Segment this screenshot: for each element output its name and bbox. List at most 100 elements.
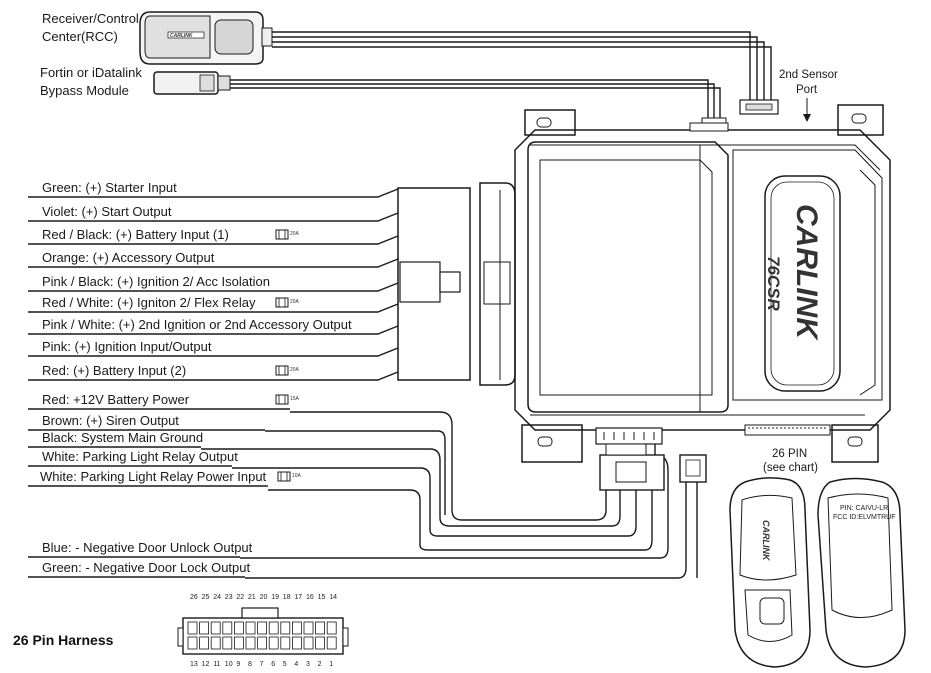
harness-pin-number: 14 [329, 594, 337, 601]
wire-label-white-parking-light-relay-output: White: Parking Light Relay Output [42, 449, 238, 464]
harness-pin-cell [187, 636, 198, 650]
harness-pin-cell [268, 636, 279, 650]
harness-connector-drawing [177, 607, 349, 655]
harness-pin-cell [303, 621, 314, 635]
harness-pin-cell [315, 636, 326, 650]
fuse-rating: 20A [290, 231, 300, 237]
fuse-rating: 10A [292, 473, 302, 479]
wire-label-violet-start-output: Violet: (+) Start Output [42, 204, 172, 219]
wire-line [28, 212, 399, 222]
harness-pin-cell [326, 636, 337, 650]
harness-pin-number: 17 [294, 594, 302, 601]
harness-pin-cell [257, 636, 268, 650]
harness-pin-cell [222, 636, 233, 650]
fob-brand-logo: CARLINK [761, 520, 771, 562]
sensor-port-label-line1: 2nd Sensor [779, 69, 838, 81]
harness-pin-number: 18 [283, 594, 291, 601]
harness-pin-number: 24 [213, 594, 221, 601]
main-harness-connector [397, 182, 516, 386]
fuse-icon: 20A [275, 297, 300, 308]
harness-pin-cell [210, 636, 221, 650]
harness-pin-cell [245, 621, 256, 635]
wire-label-green-negative-door-lock-output: Green: - Negative Door Lock Output [42, 560, 250, 575]
harness-pin-number: 19 [271, 594, 279, 601]
harness-pin-number: 10 [225, 661, 233, 668]
wire-line [28, 235, 399, 245]
wire-label-red-white-igniton-2-flex-relay: Red / White: (+) Igniton 2/ Flex Relay [42, 295, 256, 310]
harness-pin-cell [245, 636, 256, 650]
harness-pin-cell [222, 621, 233, 635]
wire-line [28, 325, 399, 335]
harness-pin-cell [187, 621, 198, 635]
wire-label-green-starter-input: Green: (+) Starter Input [42, 180, 177, 195]
harness-pin-cell [326, 621, 337, 635]
harness-pin-cell [291, 636, 302, 650]
fuse-rating: 15A [290, 396, 300, 402]
fuse-icon: 15A [275, 394, 300, 405]
harness-pin-number: 15 [318, 594, 326, 601]
top-cables [230, 31, 811, 127]
harness-pin-cell [303, 636, 314, 650]
wire-line [28, 258, 399, 268]
harness-pin-cell [233, 621, 244, 635]
harness-pin-cell [280, 636, 291, 650]
wire-line [28, 347, 399, 357]
harness-pin-number: 23 [225, 594, 233, 601]
harness-pin-cell [199, 621, 210, 635]
harness-pin-number: 4 [294, 661, 298, 668]
harness-pin-number: 1 [329, 661, 333, 668]
rcc-device: CARLINK [139, 11, 273, 65]
wire-label-blue-negative-door-unlock-output: Blue: - Negative Door Unlock Output [42, 540, 253, 555]
harness-pin-number: 25 [202, 594, 210, 601]
rcc-label-line2: Center(RCC) [42, 29, 118, 44]
harness-pin-number: 22 [236, 594, 244, 601]
harness-pin-number: 9 [236, 661, 240, 668]
remote-fob-back: PIN: CAIVU-LR FCC ID:ELVMTRUF [817, 477, 906, 668]
pin-chart-label-line2: (see chart) [763, 462, 818, 474]
fob-fcc-line2: FCC ID:ELVMTRUF [833, 514, 895, 521]
lower-wire-routing [201, 411, 707, 579]
wire-label-black-system-main-ground: Black: System Main Ground [42, 430, 203, 445]
harness-pin-number: 16 [306, 594, 314, 601]
remote-start-module: CARLINK 76CSR [514, 104, 891, 463]
harness-pin-number: 3 [306, 661, 310, 668]
harness-pin-number: 2 [318, 661, 322, 668]
wire-line [28, 188, 399, 198]
harness-title: 26 Pin Harness [13, 632, 114, 648]
bypass-label-line2: Bypass Module [40, 83, 129, 98]
fuse-icon: 20A [275, 365, 300, 376]
sensor-port-label-line2: Port [796, 84, 818, 96]
harness-pin-number: 13 [190, 661, 198, 668]
fuse-rating: 20A [290, 299, 300, 305]
wire-label-orange-accessory-output: Orange: (+) Accessory Output [42, 250, 215, 265]
wire-line [28, 371, 399, 381]
bypass-label-line1: Fortin or iDatalink [40, 65, 142, 80]
wire-line [28, 282, 399, 292]
harness-pin-cell [257, 621, 268, 635]
harness-pin-number: 12 [202, 661, 210, 668]
harness-pin-number: 8 [248, 661, 252, 668]
wire-label-white-parking-light-relay-power-input: White: Parking Light Relay Power Input [40, 469, 267, 484]
harness-pin-number: 7 [260, 661, 264, 668]
wire-label-red-black-battery-input-1: Red / Black: (+) Battery Input (1) [42, 227, 229, 242]
rcc-label-line1: Receiver/Control [42, 11, 139, 26]
remote-fob-front: CARLINK [729, 477, 811, 668]
pin-chart-label-line1: 26 PIN [772, 448, 807, 460]
module-model-number: 76CSR [764, 256, 783, 312]
wire-label-pink-ignition-input-output: Pink: (+) Ignition Input/Output [42, 339, 212, 354]
module-brand-logo: CARLINK [790, 204, 823, 341]
wire-label-red-battery-input-2: Red: (+) Battery Input (2) [42, 363, 186, 378]
fuse-icon: 20A [275, 229, 300, 240]
wire-label-red-12v-battery-power: Red: +12V Battery Power [42, 392, 190, 407]
bypass-module [153, 71, 231, 95]
fuse-rating: 20A [290, 367, 300, 373]
wire-label-pink-black-ignition-2-acc-isolation: Pink / Black: (+) Ignition 2/ Acc Isolat… [42, 274, 270, 289]
harness-pin-number: 20 [260, 594, 268, 601]
fuse-icon: 10A [277, 471, 302, 482]
harness-pin-number: 6 [271, 661, 275, 668]
harness-pin-number: 11 [213, 661, 220, 668]
